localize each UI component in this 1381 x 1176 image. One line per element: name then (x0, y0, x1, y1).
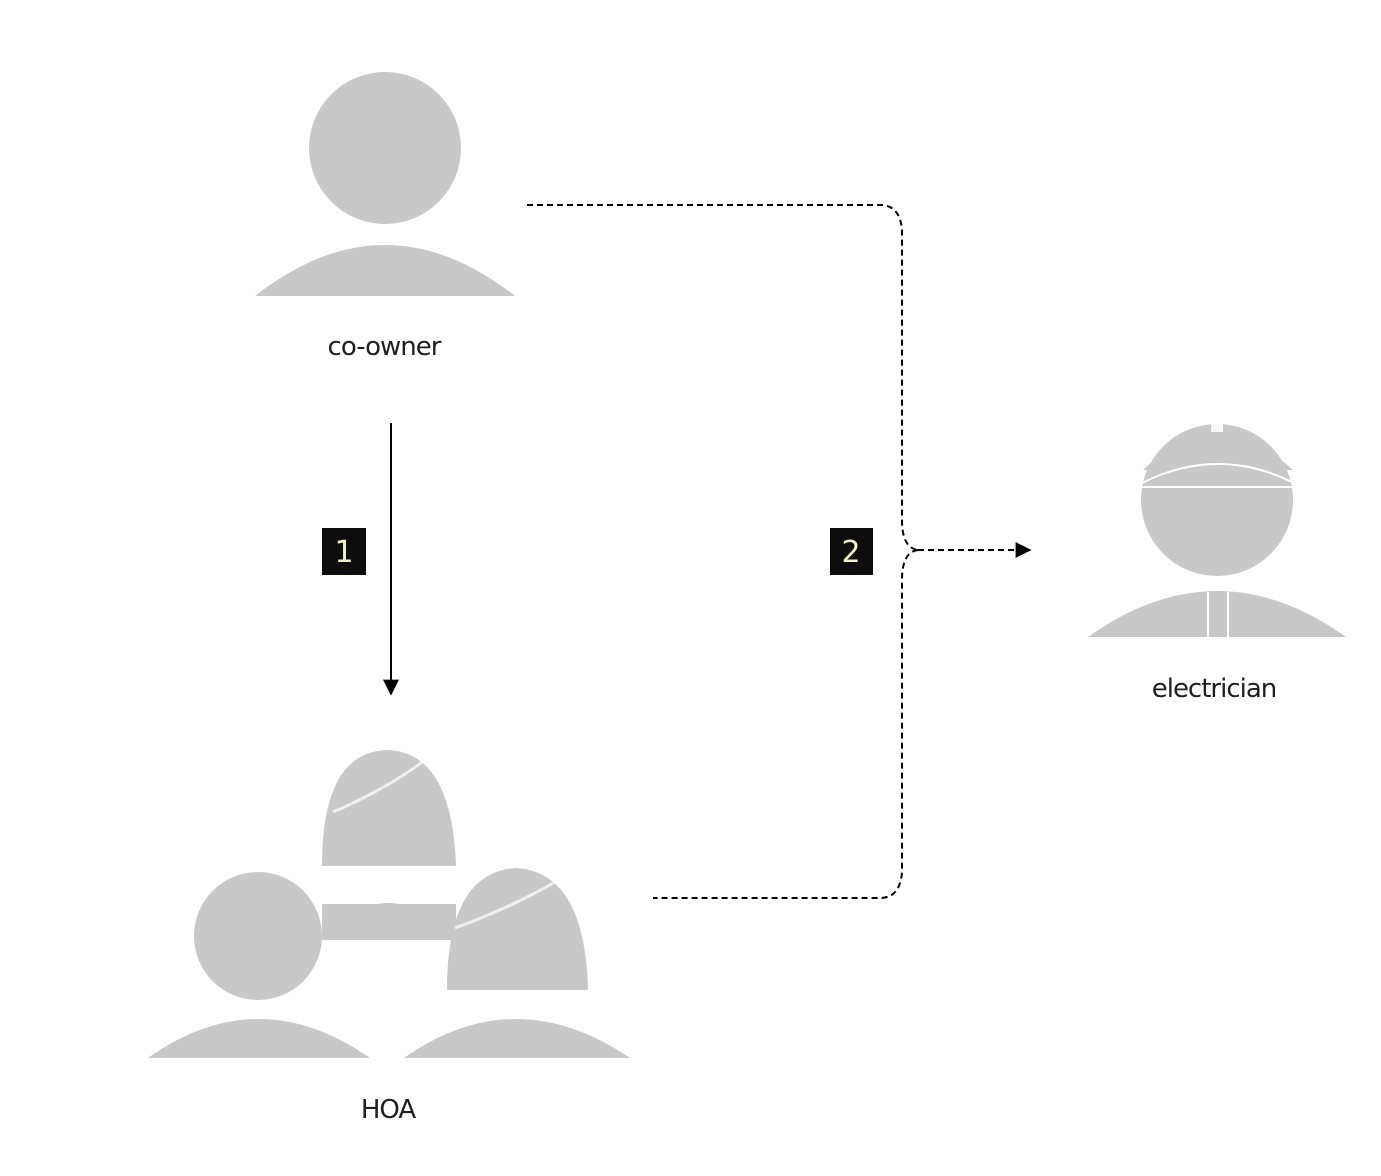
electrician-label: electrician (1152, 674, 1277, 704)
electrician-helmet-icon (1088, 420, 1346, 637)
hoa-label: HOA (361, 1095, 417, 1125)
step-2-number: 2 (841, 535, 860, 570)
step-2-badge: 2 (830, 528, 873, 575)
group-icon (148, 750, 630, 1058)
hoa-actor: HOA (148, 750, 630, 1125)
group-member-right (404, 868, 630, 1058)
group-member-back (322, 750, 456, 940)
step-1-badge: 1 (322, 528, 366, 575)
co-owner-actor: co-owner (255, 72, 515, 362)
co-owner-label: co-owner (328, 332, 442, 362)
step-2-bracket (527, 204, 919, 899)
electrician-actor: electrician (1088, 420, 1346, 704)
step-1-connector: 1 (322, 423, 399, 696)
step-2-connector: 2 (527, 204, 1032, 899)
person-icon (255, 72, 515, 296)
group-member-left (148, 866, 370, 1058)
step-1-number: 1 (334, 535, 353, 570)
